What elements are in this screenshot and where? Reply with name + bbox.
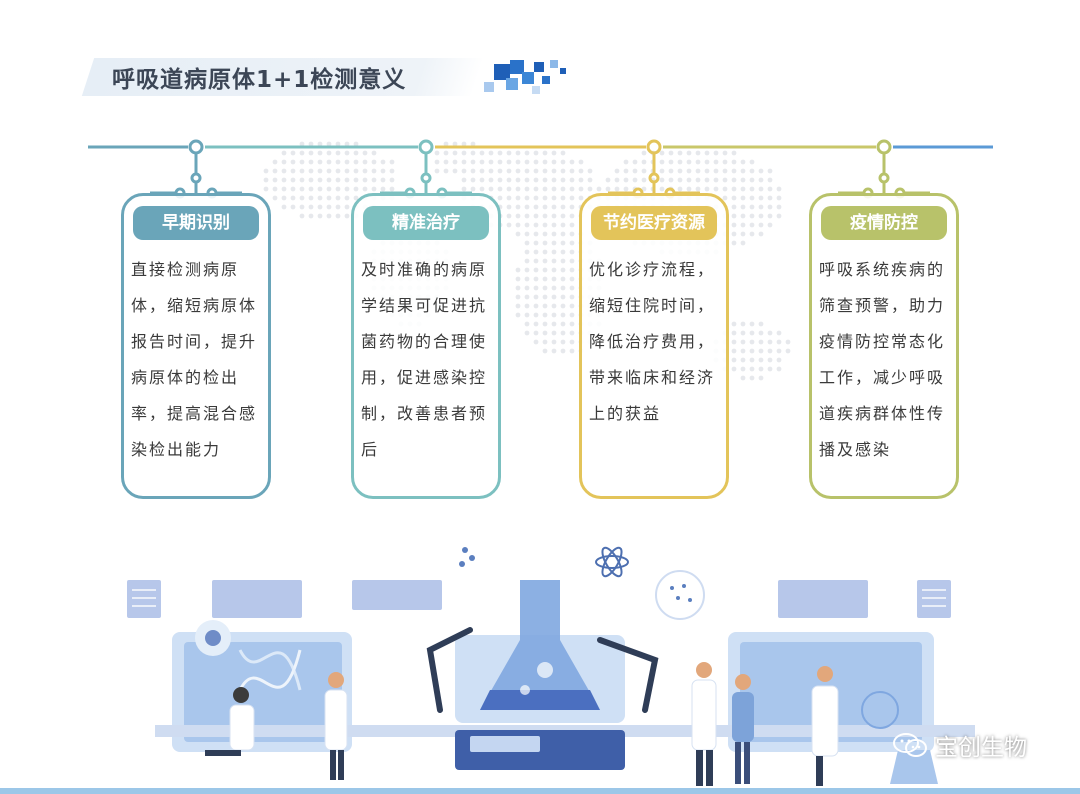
bottom-strip <box>0 788 1080 794</box>
laboratory-illustration <box>127 546 975 786</box>
card-save-medical-resources: 节约医疗资源 优化诊疗流程，缩短住院时间，降低治疗费用，带来临床和经济上的获益 <box>579 193 729 499</box>
card-body: 优化诊疗流程，缩短住院时间，降低治疗费用，带来临床和经济上的获益 <box>589 260 716 423</box>
card-early-identification: 早期识别 直接检测病原体，缩短病原体报告时间，提升病原体的检出率，提高混合感染检… <box>121 193 271 499</box>
watermark: 宝创生物 <box>893 728 1027 762</box>
watermark-text: 宝创生物 <box>935 735 1027 761</box>
card-body: 及时准确的病原学结果可促进抗菌药物的合理使用，促进感染控制，改善患者预后 <box>361 260 488 459</box>
pixel-decoration <box>484 60 566 94</box>
card-heading: 疫情防控 <box>821 206 947 240</box>
card-heading: 节约医疗资源 <box>591 206 717 240</box>
card-body: 直接检测病原体，缩短病原体报告时间，提升病原体的检出率，提高混合感染检出能力 <box>131 260 258 459</box>
card-precision-treatment: 精准治疗 及时准确的病原学结果可促进抗菌药物的合理使用，促进感染控制，改善患者预… <box>351 193 501 499</box>
card-epidemic-prevention: 疫情防控 呼吸系统疾病的筛查预警，助力疫情防控常态化工作，减少呼吸道疾病群体性传… <box>809 193 959 499</box>
card-body: 呼吸系统疾病的筛查预警，助力疫情防控常态化工作，减少呼吸道疾病群体性传播及感染 <box>819 260 946 459</box>
wechat-icon <box>893 733 927 757</box>
card-heading: 早期识别 <box>133 206 259 240</box>
page-title: 呼吸道病原体1+1检测意义 <box>112 67 407 93</box>
card-heading: 精准治疗 <box>363 206 489 240</box>
